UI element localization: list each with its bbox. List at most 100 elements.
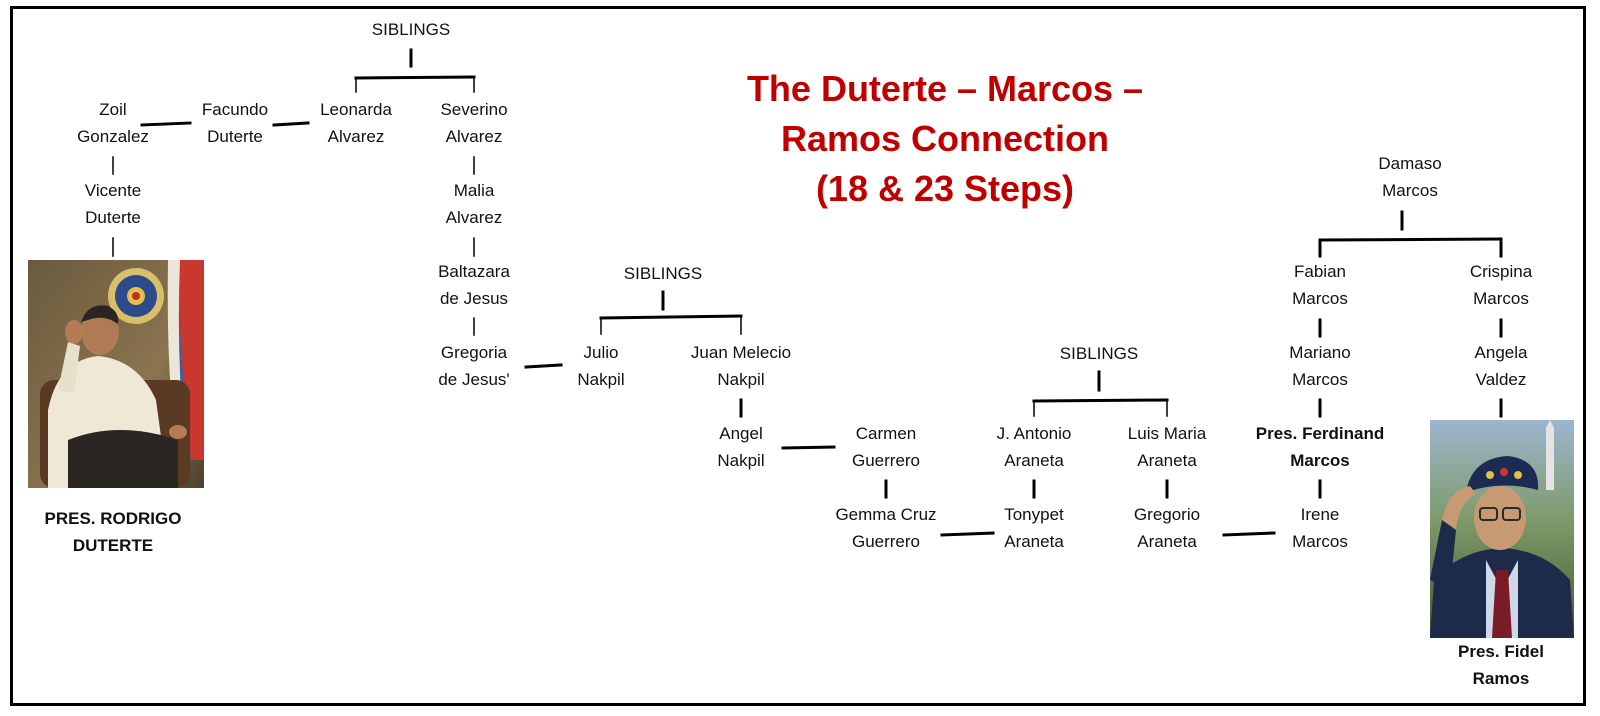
connector bbox=[140, 121, 192, 127]
node-text: Pres. Ferdinand bbox=[1255, 424, 1385, 443]
portrait-ramos-photo bbox=[1430, 420, 1574, 638]
siblings-label: SIBLINGS bbox=[372, 16, 450, 43]
node-text: Araneta bbox=[1004, 532, 1064, 551]
title-line: The Duterte – Marcos – bbox=[746, 68, 1144, 109]
node-text: Julio bbox=[583, 343, 619, 362]
node-text: de Jesus bbox=[439, 289, 509, 308]
node-text: Gregoria bbox=[440, 343, 508, 362]
node-text: Tonypet bbox=[1004, 505, 1064, 524]
node-text: Severino bbox=[440, 100, 508, 119]
node-text: Alvarez bbox=[445, 208, 503, 227]
node-text: Araneta bbox=[1137, 451, 1197, 470]
node-text: Duterte bbox=[85, 208, 141, 227]
node-text: Marcos bbox=[1292, 532, 1348, 551]
node-text: Carmen bbox=[855, 424, 917, 443]
node-text: Zoil bbox=[99, 100, 127, 119]
connector bbox=[599, 314, 743, 320]
node-text: Marcos bbox=[1292, 370, 1348, 389]
caption-text: PRES. RODRIGO bbox=[44, 509, 182, 528]
node-text: de Jesus' bbox=[438, 370, 510, 389]
node-text: Marcos bbox=[1382, 181, 1438, 200]
connector bbox=[1032, 398, 1169, 403]
node-text: Facundo bbox=[201, 100, 269, 119]
node-text: Valdez bbox=[1475, 370, 1527, 389]
node-text: SIBLINGS bbox=[371, 20, 451, 39]
node-text: Alvarez bbox=[327, 127, 385, 146]
node-text: Nakpil bbox=[717, 370, 765, 389]
connector bbox=[940, 531, 995, 537]
title-line: Ramos Connection bbox=[780, 118, 1110, 159]
node-text: Marcos bbox=[1473, 289, 1529, 308]
connector bbox=[524, 363, 563, 369]
portrait-duterte-photo bbox=[28, 260, 204, 488]
person-gregoria-de-jesus: Gregoria de Jesus' bbox=[438, 339, 509, 393]
node-text: SIBLINGS bbox=[1059, 344, 1139, 363]
node-text: Nakpil bbox=[717, 451, 765, 470]
connector bbox=[1222, 531, 1276, 537]
node-text: Duterte bbox=[207, 127, 263, 146]
diagram-frame bbox=[10, 6, 1586, 706]
node-text: Alvarez bbox=[445, 127, 503, 146]
node-text: Gregorio bbox=[1133, 505, 1201, 524]
node-text: Luis Maria bbox=[1127, 424, 1207, 443]
node-text: Vicente bbox=[84, 181, 142, 200]
node-text: J. Antonio bbox=[996, 424, 1072, 443]
diagram-title: The Duterte – Marcos – Ramos Connection … bbox=[747, 64, 1143, 214]
node-text: Gemma Cruz bbox=[835, 505, 937, 524]
node-text: Leonarda bbox=[320, 100, 392, 119]
node-text: Marcos bbox=[1290, 451, 1350, 470]
node-text: Marcos bbox=[1292, 289, 1348, 308]
node-text: Guerrero bbox=[851, 532, 921, 551]
node-text: Malia bbox=[453, 181, 495, 200]
node-text: Angela bbox=[1474, 343, 1528, 362]
node-text: Guerrero bbox=[851, 451, 921, 470]
node-text: Fabian bbox=[1294, 262, 1346, 281]
caption-text: Ramos bbox=[1472, 669, 1530, 688]
node-text: Gonzalez bbox=[77, 127, 149, 146]
node-text: Irene bbox=[1300, 505, 1340, 524]
caption-text: DUTERTE bbox=[72, 536, 154, 555]
caption-text: Pres. Fidel bbox=[1458, 642, 1544, 661]
node-text: Nakpil bbox=[577, 370, 625, 389]
title-line: (18 & 23 Steps) bbox=[815, 168, 1075, 209]
connector bbox=[781, 445, 836, 450]
node-text: Mariano bbox=[1289, 343, 1351, 362]
node-text: Angel bbox=[719, 424, 763, 443]
connector bbox=[272, 121, 310, 127]
siblings-label: SIBLINGS bbox=[624, 260, 702, 287]
person-baltazara-de-jesus: Baltazara de Jesus bbox=[438, 258, 510, 312]
node-text: Baltazara bbox=[438, 262, 510, 281]
node-text: Araneta bbox=[1004, 451, 1064, 470]
node-text: Damaso bbox=[1378, 154, 1442, 173]
node-text: Crispina bbox=[1469, 262, 1533, 281]
node-text: Araneta bbox=[1137, 532, 1197, 551]
caption-duterte: PRES. RODRIGO DUTERTE bbox=[45, 505, 182, 559]
node-text: Juan Melecio bbox=[690, 343, 792, 362]
siblings-label: SIBLINGS bbox=[1060, 340, 1138, 367]
connector bbox=[1318, 237, 1503, 242]
node-text: SIBLINGS bbox=[623, 264, 703, 283]
